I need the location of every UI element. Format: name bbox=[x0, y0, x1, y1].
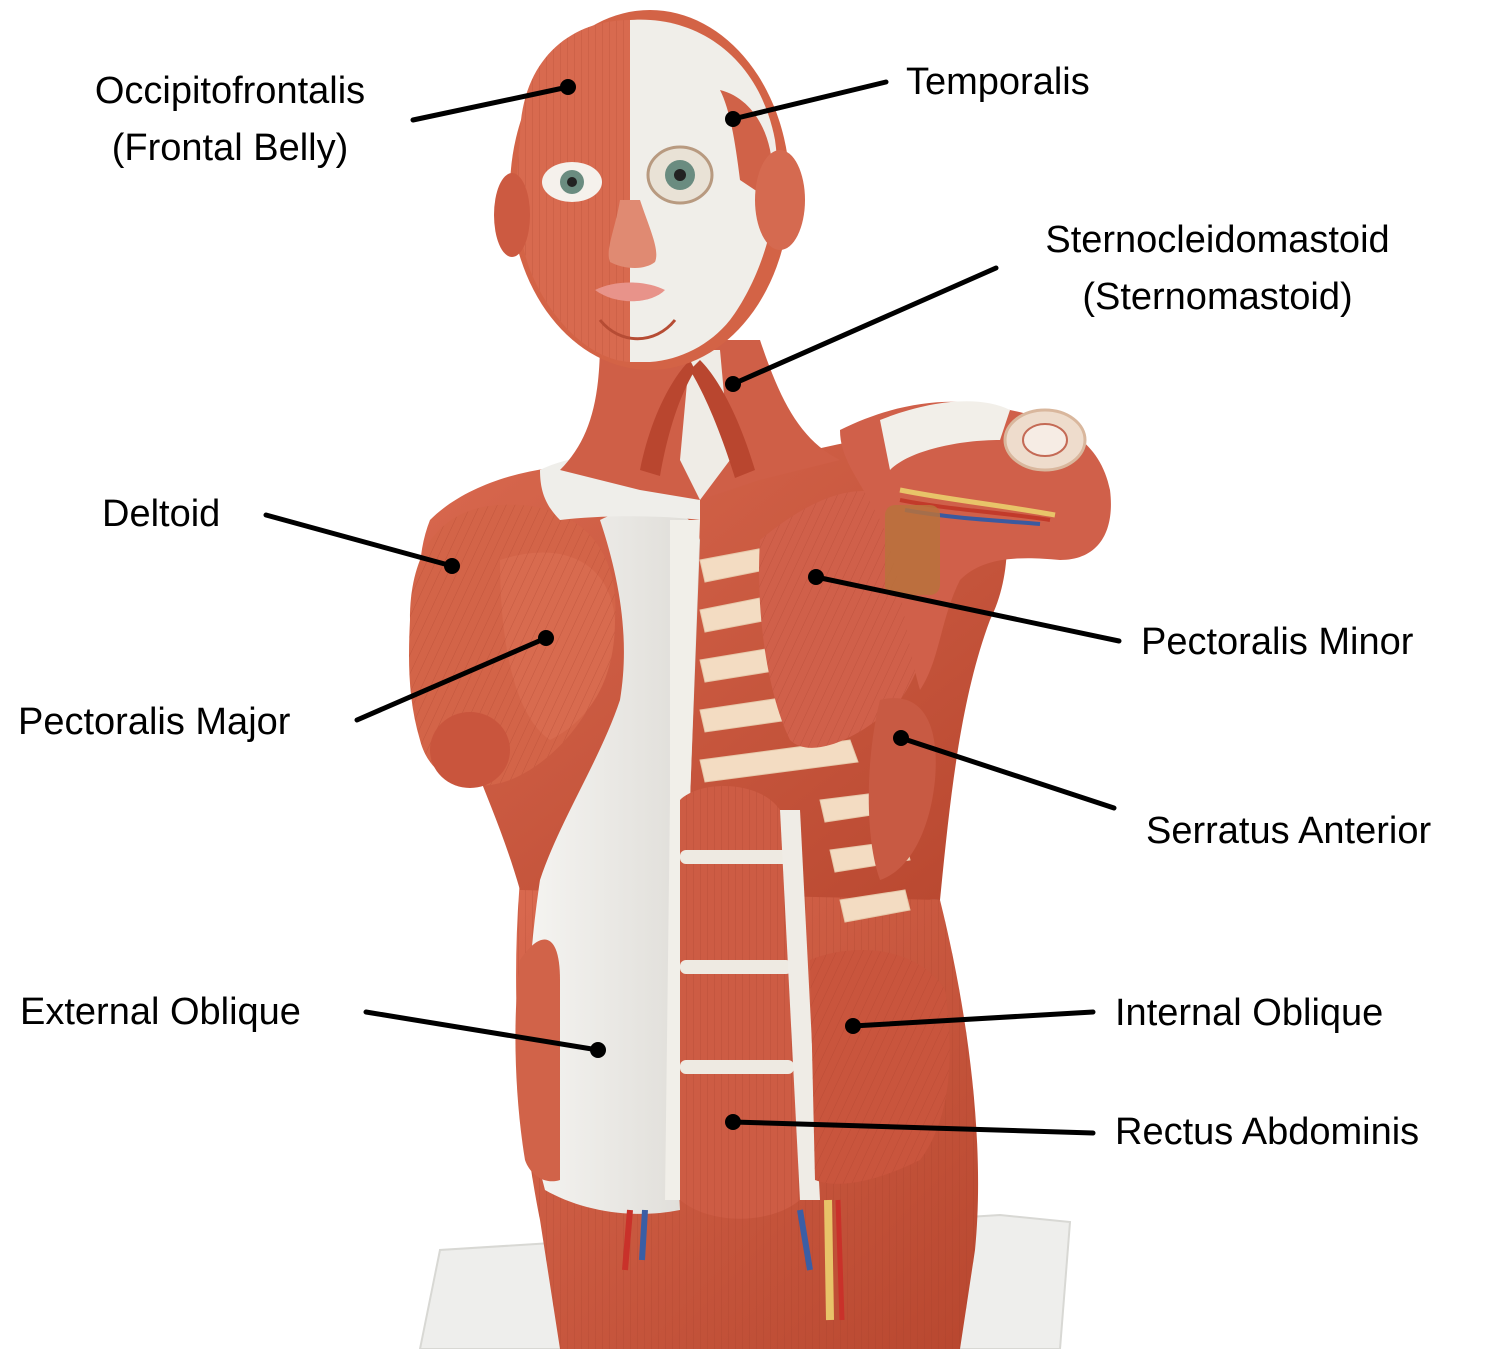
label-occipitofrontalis: Occipitofrontalis (Frontal Belly) bbox=[70, 63, 390, 177]
head bbox=[494, 10, 805, 370]
dot-temporalis bbox=[725, 111, 741, 127]
external-oblique-region bbox=[515, 940, 560, 1182]
rectus-abdominis-muscle bbox=[680, 786, 820, 1219]
label-internal-oblique: Internal Oblique bbox=[1115, 985, 1383, 1042]
dot-serratus-anterior bbox=[893, 730, 909, 746]
dot-occipitofrontalis bbox=[560, 79, 576, 95]
leader-sternocleidomastoid bbox=[733, 268, 996, 384]
label-serratus-anterior: Serratus Anterior bbox=[1146, 803, 1431, 860]
dot-internal-oblique bbox=[845, 1018, 861, 1034]
dot-deltoid bbox=[444, 558, 460, 574]
label-external-oblique: External Oblique bbox=[20, 984, 301, 1041]
dot-sternocleidomastoid bbox=[725, 376, 741, 392]
label-sternocleidomastoid: Sternocleidomastoid (Sternomastoid) bbox=[1010, 212, 1425, 326]
label-pectoralis-minor: Pectoralis Minor bbox=[1141, 614, 1413, 671]
label-pectoralis-major: Pectoralis Major bbox=[18, 694, 290, 751]
dot-rectus-abdominis bbox=[725, 1114, 741, 1130]
dot-pectoralis-minor bbox=[808, 569, 824, 585]
label-temporalis: Temporalis bbox=[906, 54, 1090, 111]
dot-external-oblique bbox=[590, 1042, 606, 1058]
label-occipitofrontalis-line2: (Frontal Belly) bbox=[70, 120, 390, 177]
label-deltoid: Deltoid bbox=[102, 486, 220, 543]
label-rectus-abdominis: Rectus Abdominis bbox=[1115, 1104, 1419, 1161]
dot-pectoralis-major bbox=[538, 630, 554, 646]
label-sternocleidomastoid-line2: (Sternomastoid) bbox=[1010, 269, 1425, 326]
label-sternocleidomastoid-line1: Sternocleidomastoid bbox=[1010, 212, 1425, 269]
label-occipitofrontalis-line1: Occipitofrontalis bbox=[70, 63, 390, 120]
